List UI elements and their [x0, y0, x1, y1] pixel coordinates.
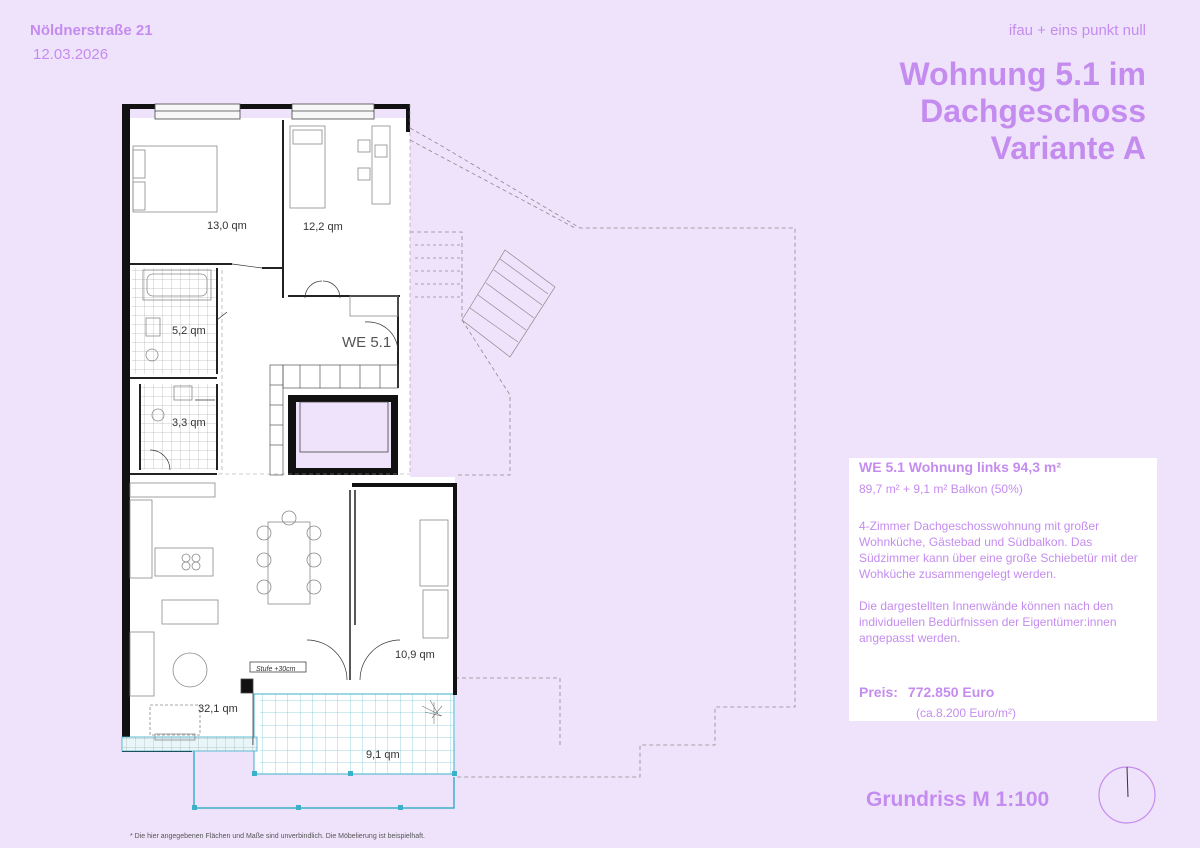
description-paragraph-1: 4-Zimmer Dachgeschosswohnung mit großer … — [859, 519, 1138, 581]
room-area-bath: 5,2 qm — [172, 325, 206, 337]
roof-outline — [409, 127, 796, 778]
room-area-living-kitchen: 32,1 qm — [198, 703, 238, 715]
architect-credit: ifau + eins punkt null — [1008, 22, 1146, 39]
plan-date: 12.03.2026 — [33, 46, 109, 63]
plan-scale: Grundriss M 1:100 — [866, 788, 1050, 811]
balcony-grid — [260, 694, 454, 774]
stairwell-void — [288, 395, 398, 475]
room-area-balcony: 9,1 qm — [366, 749, 400, 761]
step-note: Stufe +30cm — [256, 666, 296, 673]
project-address: Nöldnerstraße 21 — [30, 22, 153, 39]
windows-north — [154, 103, 375, 120]
unit-label: WE 5.1 — [342, 334, 391, 351]
price-label: Preis: — [859, 684, 898, 700]
description-paragraph-2: Die dargestellten Innenwände können nach… — [859, 599, 1117, 645]
disclaimer: * Die hier angegebenen Flächen und Maße … — [130, 833, 425, 840]
room-area-bedroom-nw: 13,0 qm — [207, 220, 247, 232]
price-line: Preis: 772.850 Euro — [859, 684, 994, 700]
room-area-wc: 3,3 qm — [172, 417, 206, 429]
sliding-door — [349, 490, 356, 680]
step-zone — [240, 661, 307, 745]
room-area-south-room: 10,9 qm — [395, 649, 435, 661]
price-value: 772.850 Euro — [907, 684, 995, 700]
north-arrow-icon — [1098, 766, 1156, 824]
wc-tiles — [140, 384, 217, 469]
balcony-railing — [193, 745, 455, 809]
page-title: Wohnung 5.1 im Dachgeschoss Variante A — [899, 56, 1146, 167]
title-line-3: Variante A — [990, 130, 1146, 166]
unit-description: 4-Zimmer Dachgeschosswohnung mit großer … — [859, 518, 1155, 646]
door-swings — [149, 263, 401, 681]
interior-walls — [130, 120, 400, 475]
bath-tiles — [132, 268, 217, 374]
roof-stair — [415, 244, 556, 358]
unit-info-panel: WE 5.1 Wohnung links 94,3 m² 89,7 m² + 9… — [849, 458, 1157, 721]
room-area-bedroom-ne: 12,2 qm — [303, 221, 343, 233]
south-wall-grid — [122, 737, 257, 751]
title-line-2: Dachgeschoss — [920, 93, 1146, 129]
ceiling-lines — [218, 104, 411, 475]
furniture — [129, 125, 449, 741]
railing-posts — [192, 771, 457, 810]
unit-headline: WE 5.1 Wohnung links 94,3 m² — [859, 459, 1061, 475]
unit-area-detail: 89,7 m² + 9,1 m² Balkon (50%) — [859, 482, 1023, 496]
price-per-sqm: (ca.8.200 Euro/m²) — [916, 706, 1017, 720]
plant-icon — [421, 699, 443, 724]
title-line-1: Wohnung 5.1 im — [899, 56, 1146, 92]
stair-landing — [269, 364, 399, 476]
